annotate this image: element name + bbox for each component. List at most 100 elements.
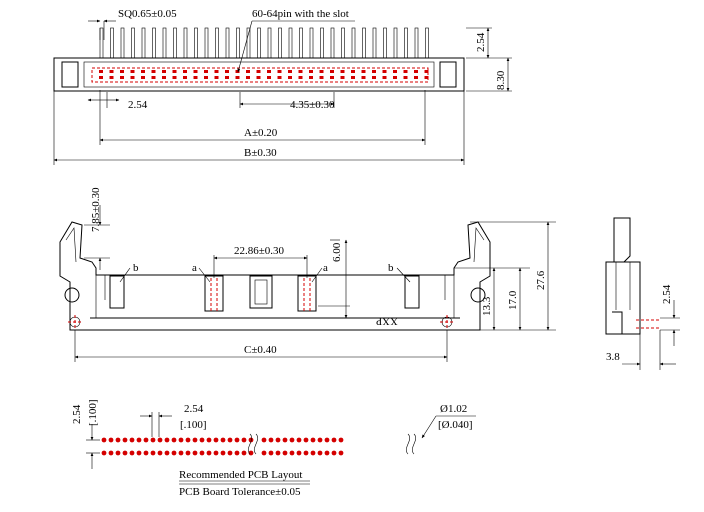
pcb-hole: [185, 450, 191, 456]
top-pin: [267, 27, 272, 59]
front-view: XXP b a a b 7.85±0.30 22.86±0.30 6.00 13…: [59, 187, 556, 362]
top-pin-pad: [309, 70, 313, 73]
pcb-hole: [143, 450, 149, 456]
side-latch: [613, 217, 631, 263]
top-pin-pad: [351, 70, 355, 73]
pcb-hole: [324, 437, 330, 443]
dim-a-label: A±0.20: [244, 127, 278, 139]
top-pin: [341, 27, 345, 59]
pcb-hole: [164, 437, 170, 443]
top-pin-pad: [424, 70, 429, 73]
pcb-hole: [275, 437, 281, 443]
side-pitch-label: 2.54: [661, 284, 673, 304]
top-pin-pad: [130, 76, 135, 79]
top-pin: [162, 27, 167, 59]
right-slot: [404, 275, 420, 309]
pcb-hole: [122, 450, 128, 456]
pcb-hole: [220, 437, 226, 443]
pcb-hole: [324, 450, 330, 456]
pin-height-label: 2.54: [475, 32, 487, 52]
top-pin-pad: [204, 76, 208, 79]
top-pin-pad: [288, 76, 292, 79]
pcb-hole: [129, 450, 135, 456]
pcb-hole: [310, 450, 316, 456]
side-body: [605, 261, 641, 335]
hole-dia-inch-label: [Ø.040]: [438, 419, 473, 431]
top-pin-pad: [403, 70, 408, 73]
col-pitch-inch-label: [.100]: [180, 419, 207, 431]
row-gap-label: 4.35±0.30: [290, 99, 335, 111]
pcb-hole: [289, 450, 295, 456]
pcb-hole: [296, 450, 302, 456]
pcb-hole: [282, 437, 288, 443]
marking-text: XXP: [376, 315, 398, 327]
pcb-hole: [331, 437, 337, 443]
top-pin-pad: [267, 76, 271, 79]
height-1-label: 13.3: [481, 296, 493, 316]
height-2-label: 17.0: [507, 290, 519, 310]
top-pin-pad: [372, 70, 376, 73]
top-pin-pad: [393, 70, 397, 73]
top-pin-pad: [151, 70, 156, 73]
slot-a-right: [297, 275, 317, 312]
pcb-hole: [234, 437, 240, 443]
pcb-hole: [248, 437, 254, 443]
top-pin-pad: [298, 76, 303, 79]
row-pitch-label: 2.54: [71, 404, 83, 424]
top-pin-pad: [372, 76, 376, 79]
top-pin: [383, 27, 387, 59]
pcb-hole: [338, 450, 344, 456]
label-b-right: b: [388, 262, 394, 274]
pcb-hole: [303, 450, 309, 456]
pcb-hole: [296, 437, 302, 443]
body-height-label: 8.30: [495, 70, 507, 90]
top-pin-pad: [151, 76, 156, 79]
top-pin: [173, 27, 177, 59]
pcb-hole: [101, 437, 107, 443]
top-pin-pad: [162, 70, 166, 73]
pcb-hole: [241, 450, 247, 456]
top-pin-outline: [91, 67, 429, 83]
pcb-hole: [303, 437, 309, 443]
top-pin-pad: [141, 76, 145, 79]
pcb-hole: [227, 450, 233, 456]
top-right-latch: [439, 61, 457, 88]
top-pin-pad: [141, 70, 145, 73]
pcb-hole: [331, 450, 337, 456]
top-pin: [99, 27, 104, 59]
pcb-hole: [150, 437, 156, 443]
hole-dia-label: Ø1.02: [440, 403, 467, 415]
top-pin-pad: [309, 76, 313, 79]
top-pin-pad: [393, 76, 397, 79]
pcb-hole: [261, 437, 267, 443]
pcb-hole: [101, 450, 107, 456]
top-pin-pad: [162, 76, 166, 79]
top-pin: [320, 27, 324, 59]
pcb-hole: [136, 437, 142, 443]
top-pin: [414, 27, 419, 59]
slot-width-label: 22.86±0.30: [234, 245, 285, 257]
pcb-hole: [317, 450, 323, 456]
top-pin: [225, 27, 230, 59]
col-pitch-label: 2.54: [184, 403, 204, 415]
slot-depth-label: 6.00: [331, 242, 343, 262]
top-pin: [330, 27, 335, 59]
top-pin-pad: [340, 70, 345, 73]
pcb-hole: [261, 450, 267, 456]
dim-c-label: C±0.40: [244, 344, 277, 356]
top-pin-pad: [414, 76, 418, 79]
top-pitch-label: 2.54: [128, 99, 148, 111]
row-pitch-inch-label: [.100]: [87, 399, 99, 426]
top-pin-pad: [120, 76, 124, 79]
pcb-hole: [213, 437, 219, 443]
top-pin: [257, 27, 261, 59]
top-pin: [194, 27, 198, 59]
top-pin-pad: [214, 76, 219, 79]
pcb-layout: 2.54 [.100] 2.54 [.100] Ø1.02 [Ø.040] Re…: [71, 399, 476, 498]
top-pin: [309, 27, 314, 59]
top-pin-pad: [246, 70, 250, 73]
top-pin-pad: [319, 70, 324, 73]
pcb-hole: [317, 437, 323, 443]
top-pin-pad: [424, 76, 429, 79]
top-pin-pad: [235, 70, 240, 73]
